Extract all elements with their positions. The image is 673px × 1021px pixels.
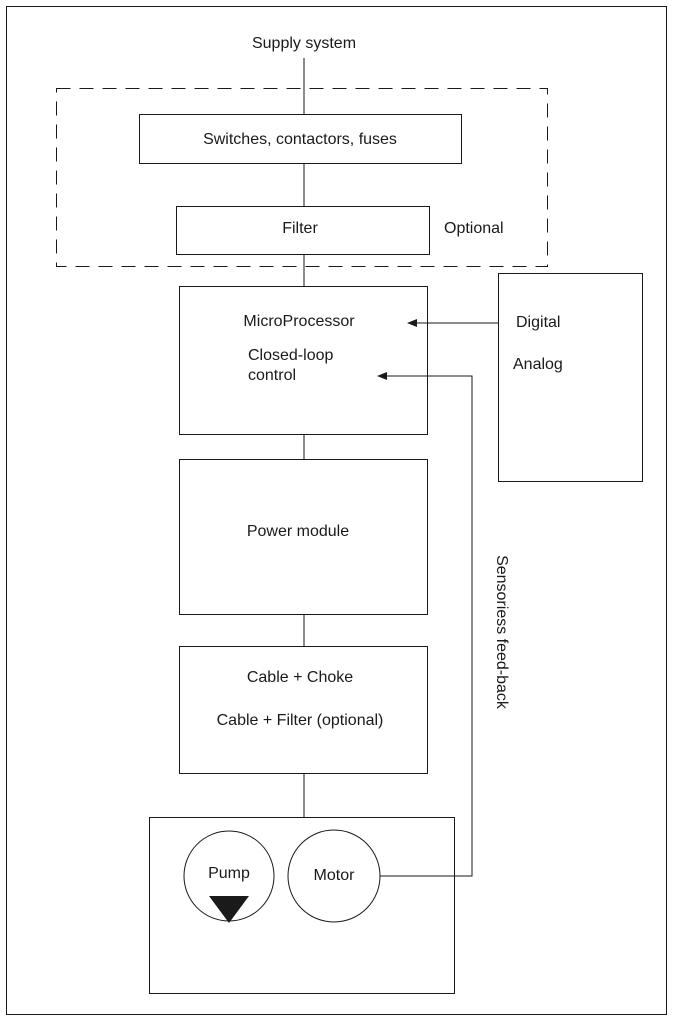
- cable-choke-label: Cable + Choke: [246, 669, 354, 686]
- digital-input-label: Digital: [516, 314, 561, 331]
- cable-filter-label: Cable + Filter (optional): [216, 712, 384, 729]
- microprocessor-title: MicroProcessor: [243, 313, 355, 330]
- supply-system-label: Supply system: [251, 35, 357, 52]
- filter-box: [176, 206, 430, 255]
- filter-label: Filter: [282, 220, 318, 237]
- motor-label: Motor: [313, 867, 355, 884]
- pump-label: Pump: [208, 865, 250, 882]
- microprocessor-box: [179, 286, 428, 435]
- feedback-line: [377, 372, 473, 877]
- closed-loop-line1: Closed-loop: [248, 347, 334, 364]
- switches-label: Switches, contactors, fuses: [203, 131, 397, 148]
- power-module-box: [179, 459, 428, 615]
- cable-box: [179, 646, 428, 774]
- sensorless-feedback-label: Sensoriess feed-back: [493, 555, 510, 709]
- inputs-box: [498, 273, 643, 482]
- optional-region: [56, 88, 548, 267]
- optional-label: Optional: [444, 220, 504, 237]
- switches-box: [139, 114, 462, 164]
- closed-loop-line2: control: [248, 367, 297, 384]
- power-module-label: Power module: [246, 523, 350, 540]
- analog-input-label: Analog: [513, 356, 563, 373]
- pump-triangle-icon: [209, 896, 249, 923]
- outer-frame: [6, 6, 667, 1015]
